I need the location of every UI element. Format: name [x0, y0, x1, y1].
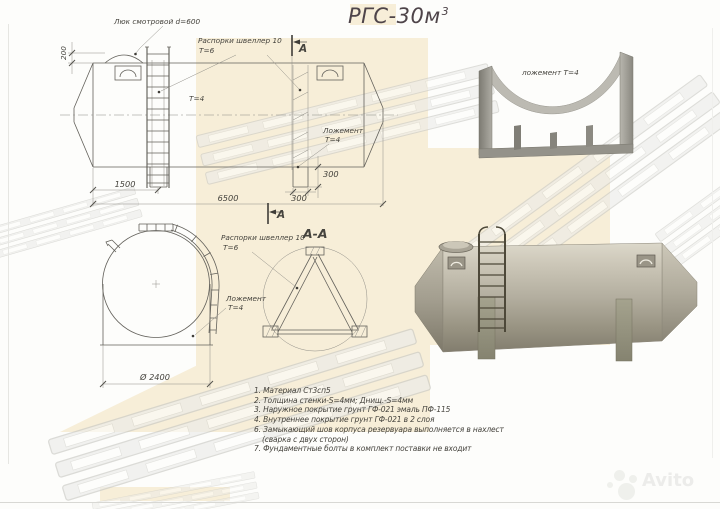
braces-leaders: [160, 54, 300, 92]
avito-logo-circle: [629, 475, 637, 483]
section-letter-top: А: [298, 43, 307, 55]
note-line: 3. Наружное покрытие грунт ГФ-021 эмаль …: [254, 405, 451, 415]
note-line-continuation: (сварка с двух сторон): [262, 434, 349, 444]
end-view: Ложемент Т=4 Ø 2400: [99, 223, 267, 388]
svg-text:200: 200: [59, 46, 68, 60]
section-braces-thickness: Т=6: [223, 243, 239, 252]
sheet-border-right: [712, 28, 713, 458]
dimension-300-vertical: 300: [308, 156, 339, 198]
saddle-rib-2: [550, 132, 557, 149]
manhole-collar: [138, 223, 174, 232]
render-lug-right: [636, 254, 656, 268]
manhole-dish-top: [443, 241, 469, 249]
note-line: 4. Внутреннее покрытие грунт ГФ-021 в 2 …: [254, 415, 435, 425]
saddle-leader: [298, 143, 330, 167]
hatch-leader-dot: [134, 52, 137, 56]
saddle-rib-1: [514, 125, 521, 150]
saddle-render: ложемент Т=4: [478, 51, 634, 159]
saddle-right: [292, 167, 309, 188]
brace-strip-right: [292, 65, 309, 167]
manhole-hump: [104, 54, 144, 64]
title-main: РГС-30м: [348, 4, 441, 28]
svg-text:Ø 2400: Ø 2400: [139, 372, 170, 382]
tank-body-outline: [92, 62, 365, 168]
render-lug-left: [447, 256, 466, 270]
sheet-border-bottom: [0, 502, 720, 503]
hatch-label: Люк смотровой d=600: [113, 17, 201, 26]
nozzle: [105, 239, 121, 253]
section-braces-leader: [251, 251, 297, 288]
saddle-plate-left: [478, 65, 493, 156]
saddle-outline: [100, 284, 213, 346]
dimension-1500: 1500: [89, 168, 162, 206]
tank-right-cone: [363, 62, 384, 168]
avito-wordmark: Avito: [642, 470, 695, 491]
braces-label: Распорки швеллер 10: [198, 36, 282, 45]
saddle-leader-end: [194, 307, 227, 336]
section-title: А-А: [302, 226, 328, 241]
saddle-rib-3: [586, 125, 593, 147]
side-view: А Люк смотровой d=600: [59, 17, 398, 208]
render-leg-right: [615, 298, 633, 362]
saddle-leader-dot: [296, 165, 300, 169]
saddle-render-label: ложемент Т=4: [521, 68, 579, 77]
dimension-200: 200: [59, 42, 105, 74]
section-marker-top-arrowhead: [293, 39, 300, 45]
note-line: 7. Фундаментные болты в комплект поставк…: [254, 444, 472, 454]
saddle-sheet: [484, 52, 629, 114]
notes-list: 1. Материал Ст3сп5 2. Толщина стенки-S=4…: [254, 386, 504, 454]
note-line: 2. Толщина стенки-S=4мм; Днищ.-S=4мм: [254, 395, 414, 405]
lifting-lug-icon-left: [114, 65, 142, 81]
saddle-thickness-end: Т=4: [228, 303, 244, 312]
saddle-plate-right: [619, 51, 634, 152]
section-braces-dot: [295, 286, 299, 290]
title-superscript: 3: [441, 5, 450, 18]
saddle-label-end: Ложемент: [225, 294, 267, 303]
tank-render-left-cone: [414, 246, 444, 353]
tank-render-body: [442, 242, 663, 353]
curved-ladder: [170, 223, 220, 335]
saddle-base: [478, 143, 634, 159]
svg-text:300: 300: [323, 169, 339, 179]
dimension-6500: 6500: [89, 122, 387, 208]
saddle-label-side: Ложемент: [322, 126, 364, 135]
sheet-border-left: [8, 24, 9, 464]
section-marker-bottom-arrowhead: [269, 209, 276, 215]
section-letter-bottom: А: [276, 209, 285, 221]
braces-thickness: Т=6: [199, 46, 215, 55]
dimension-diameter: Ø 2400: [99, 345, 214, 388]
page-title: РГС-30м3: [348, 4, 450, 28]
braces-dot-2: [298, 88, 302, 92]
render-ladder: [478, 226, 506, 332]
avito-logo-circle: [607, 482, 613, 488]
note-line: 1. Материал Ст3сп5: [254, 386, 331, 395]
note-line: 6. Замыкающий шов корпуса резервуара вып…: [254, 424, 504, 434]
avito-logo-circle: [618, 483, 635, 500]
tank-render-right-cone: [661, 242, 698, 342]
lifting-lug-icon-right: [316, 65, 344, 81]
cream-block-title: [350, 4, 396, 25]
center-mark: [152, 280, 160, 288]
hatch-leader: [135, 25, 164, 54]
wall-thickness-label: Т=4: [189, 94, 205, 103]
braces-dot-1: [157, 90, 161, 94]
ladder: [145, 46, 171, 188]
svg-text:1500: 1500: [115, 179, 136, 189]
avito-watermark: Avito: [598, 466, 713, 502]
tank-render: [414, 226, 698, 362]
svg-text:6500: 6500: [218, 193, 239, 203]
svg-text:300: 300: [291, 193, 307, 203]
saddle-dot-end: [191, 334, 195, 338]
avito-logo-circle: [614, 470, 625, 481]
section-view: А А-А Распорки швеллер 10 Т=6: [221, 203, 368, 352]
section-braces-label: Распорки швеллер 10: [221, 233, 305, 242]
dimension-300-horizontal: 300: [285, 188, 316, 203]
section-shell-circle: [262, 246, 368, 352]
saddle-left: [149, 167, 168, 188]
brace-triangle: [262, 246, 368, 338]
saddle-thickness-side: Т=4: [325, 135, 341, 144]
